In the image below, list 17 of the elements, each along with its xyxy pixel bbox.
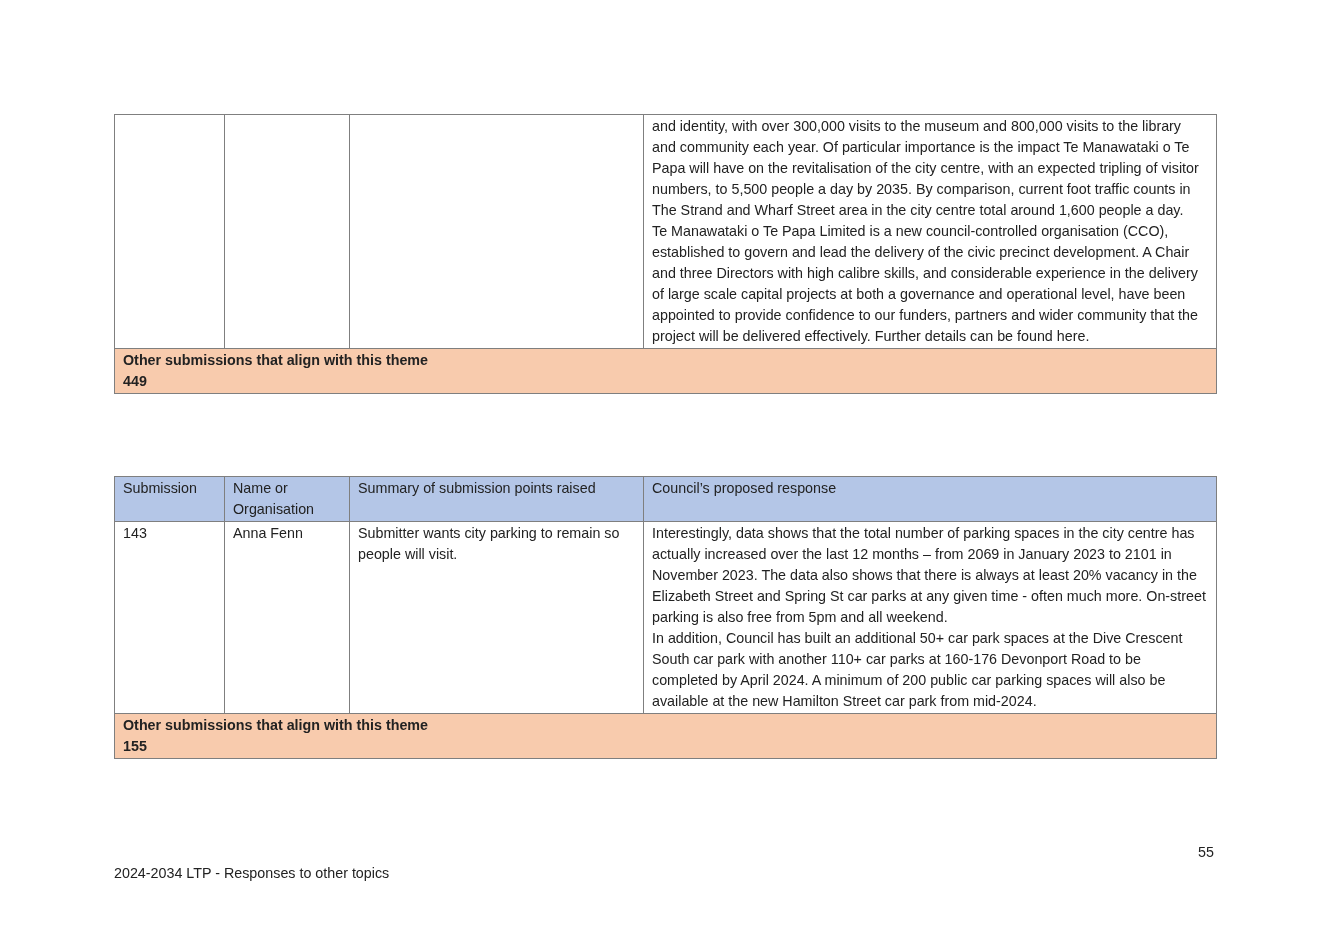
header-cell: Name or Organisation xyxy=(224,476,350,522)
table-cell: Anna Fenn xyxy=(224,521,350,714)
submission-number: 449 xyxy=(123,372,148,391)
footer-row-text: Other submissions that align with this theme xyxy=(123,351,430,370)
header-cell: Council’s proposed response xyxy=(643,476,1217,522)
footer-row-text: Other submissions that align with this theme xyxy=(123,716,430,735)
table-cell: Submitter wants city parking to remain so people will visit. xyxy=(349,521,644,714)
response-paragraph: Interestingly, data shows that the total number of parking spaces in the city centre has actually increased over the last 12 months – from 2069 in January 2023 to 2101 in November 2023. The data also shows that there is always at least 20% vacancy in the Elizabeth Street and Spring St car parks at any given time - often much more. On-street parking is also free from 5pm and all weekend. xyxy=(652,524,1207,627)
response-paragraph: In addition, Council has built an additional 50+ car park spaces at the Dive Crescent South car park with another 110+ car parks at 160-176 Devonport Road to be completed by April 2024. A minimum of 200 public car parking spaces will also be available at the new Hamilton Street car park from mid-2024. xyxy=(652,629,1184,711)
page-footer: 2024-2034 LTP - Responses to other topics xyxy=(114,863,390,884)
header-cell: Submission xyxy=(114,476,225,522)
response-paragraph: Te Manawataki o Te Papa Limited is a new council-controlled organisation (CCO), established to govern and lead the delivery of the civic precinct development. A Chair and three Directors with high calibre skills, and considerable experience in the delivery of large scale capital projects at both a governance and operational level, have been appointed to provide confidence to our funders, partners and wider community that the project will be delivered effectively. Further details can be found here. xyxy=(652,222,1199,346)
header-cell: Summary of submission points raised xyxy=(349,476,644,522)
page-number: 55 xyxy=(1198,843,1214,862)
table-cell: 143 xyxy=(114,521,225,714)
submission-number: 155 xyxy=(123,737,148,756)
response-paragraph: and identity, with over 300,000 visits to the museum and 800,000 visits to the library and community each year. Of particular importance is the impact Te Manawataki o Te Papa will have on the revitalisation of the city centre, with an expected tripling of visitor numbers, to 5,500 people a day by 2035. By comparison, current foot traffic counts in The Strand and Wharf Street area in the city centre total around 1,600 people a day. xyxy=(652,117,1200,220)
